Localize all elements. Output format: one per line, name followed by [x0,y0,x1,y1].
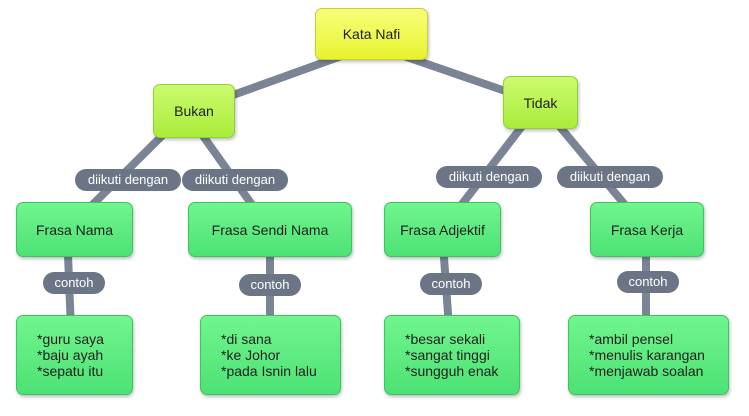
phrase-node-frasa-nama: Frasa Nama [16,202,133,257]
connector-label-bukan-2: diikuti dengan [182,169,288,191]
example-item: *pada Isnin lalu [221,363,317,379]
branch-node-bukan: Bukan [153,84,235,138]
example-connector-frasa-nama: contoh [43,272,105,294]
example-item: *menjawab soalan [589,363,704,379]
branch-node-tidak: Tidak [503,76,578,129]
example-connector-frasa-kerja: contoh [617,271,679,293]
branch-label: Tidak [523,94,558,111]
examples-node-frasa-nama: *guru saya *baju ayah *sepatu itu [16,315,133,395]
example-item: *ke Johor [221,347,281,363]
phrase-node-frasa-sendi-nama: Frasa Sendi Nama [188,202,352,257]
example-item: *besar sekali [405,331,486,347]
phrase-node-frasa-adjektif: Frasa Adjektif [384,202,501,257]
examples-node-frasa-adjektif: *besar sekali *sangat tinggi *sungguh en… [384,315,520,395]
connector-label-tidak-1: diikuti dengan [436,166,542,188]
examples-node-frasa-kerja: *ambil pensel *menulis karangan *menjawa… [568,315,729,395]
example-item: *sepatu itu [37,363,104,379]
connector-label-bukan-1: diikuti dengan [75,169,181,191]
example-item: *di sana [221,331,272,347]
example-connector-frasa-sendi-nama: contoh [239,274,301,296]
example-item: *sangat tinggi [405,347,490,363]
example-item: *menulis karangan [589,347,705,363]
branch-label: Bukan [174,103,214,119]
examples-node-frasa-sendi-nama: *di sana *ke Johor *pada Isnin lalu [200,315,341,395]
example-item: *guru saya [37,331,104,347]
example-item: *ambil pensel [589,331,674,347]
root-label: Kata Nafi [342,26,401,42]
root-node: Kata Nafi [315,8,428,60]
example-item: *sungguh enak [405,363,499,379]
example-item: *baju ayah [37,347,104,363]
connector-label-tidak-2: diikuti dengan [557,166,663,188]
example-connector-frasa-adjektif: contoh [420,273,482,295]
phrase-node-frasa-kerja: Frasa Kerja [590,202,704,257]
